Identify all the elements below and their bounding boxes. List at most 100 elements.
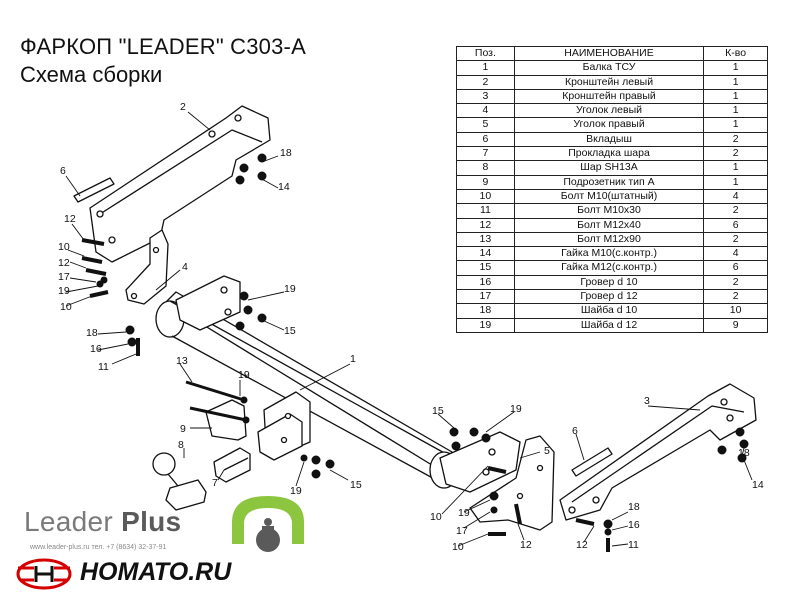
- callout-label: 18: [738, 447, 750, 459]
- callout-label: 18: [86, 327, 98, 339]
- callout-label: 6: [572, 425, 578, 437]
- tow-ball-sphere: [152, 452, 176, 476]
- column-header-position: Поз.: [456, 45, 515, 62]
- callout-label: 12: [64, 213, 76, 225]
- bolt-10-left-lower: [89, 290, 109, 298]
- cell-position: 8: [456, 160, 515, 176]
- watermark-logo-graphic: [232, 496, 304, 552]
- callout-label: 19: [284, 283, 296, 295]
- insert-left-part-6: [73, 177, 115, 203]
- cell-quantity: 10: [703, 303, 768, 319]
- cell-quantity: 1: [703, 160, 768, 176]
- callout-label: 12: [58, 257, 70, 269]
- cell-name: Уголок левый: [513, 103, 705, 119]
- cell-quantity: 1: [703, 103, 768, 119]
- column-header-name: НАИМЕНОВАНИЕ: [513, 45, 705, 62]
- callout-label: 11: [628, 539, 639, 551]
- cell-position: 2: [456, 74, 515, 90]
- cell-quantity: 2: [703, 203, 768, 219]
- callout-label: 14: [278, 181, 290, 193]
- bolt-12-right: [487, 466, 507, 474]
- callout-label: 6: [60, 165, 66, 177]
- cell-name: Уголок правый: [513, 117, 705, 133]
- callout-label: 15: [284, 325, 296, 337]
- callout-label: 9: [180, 423, 186, 435]
- cell-quantity: 2: [703, 289, 768, 305]
- tow-ball-part-8: [165, 479, 207, 511]
- cell-position: 14: [456, 246, 515, 262]
- socket-bracket-part-9: [205, 399, 247, 441]
- cell-name: Болт М12х90: [513, 231, 705, 248]
- bolt-10-left: [81, 256, 103, 264]
- cell-quantity: 1: [703, 117, 768, 133]
- callout-label: 14: [752, 479, 764, 491]
- callout-label: 3: [644, 395, 650, 407]
- callout-label: 19: [510, 403, 522, 415]
- callout-label: 16: [90, 343, 102, 355]
- callout-label: 10: [58, 241, 70, 253]
- cell-quantity: 2: [703, 274, 768, 291]
- callout-label: 16: [628, 519, 640, 531]
- column-header-quantity: К-во: [703, 45, 768, 62]
- callout-label: 11: [98, 361, 109, 373]
- callout-label: 13: [176, 355, 188, 367]
- callout-label: 17: [58, 271, 70, 283]
- bolt-12-right-lower: [514, 503, 522, 525]
- bolt-12-left: [81, 238, 105, 246]
- callout-label: 15: [350, 479, 362, 491]
- bolt-12-left-lower: [85, 268, 107, 276]
- beam-part-1: [165, 291, 453, 471]
- callout-label: 18: [628, 501, 640, 513]
- cell-position: 1: [456, 60, 515, 76]
- cell-quantity: 4: [703, 188, 768, 205]
- cell-quantity: 4: [703, 246, 768, 262]
- angle-right-part-5: [469, 435, 555, 531]
- cell-name: Прокладка шара: [513, 146, 705, 162]
- cell-name: Гайка М10(с.контр.): [513, 246, 705, 262]
- callout-label: 12: [576, 539, 588, 551]
- watermark-logo-word-bold: Plus: [121, 506, 182, 537]
- cell-quantity: 1: [703, 74, 768, 90]
- page-subtitle: Схема сборки: [20, 62, 163, 87]
- callout-label: 1: [350, 353, 356, 365]
- cell-name: Балка ТСУ: [513, 60, 705, 76]
- callout-label: 19: [290, 485, 302, 497]
- cell-name: Болт М12х40: [513, 217, 705, 233]
- cell-quantity: 1: [703, 88, 768, 105]
- cell-quantity: 9: [703, 317, 768, 333]
- callout-label: 10: [452, 541, 464, 553]
- watermark-contact: www.leader-plus.ru тел. +7 (8634) 32-37-…: [30, 544, 167, 551]
- bolt-12-right-bracket: [575, 518, 595, 526]
- parts-table-header: Поз. НАИМЕНОВАНИЕ К-во: [456, 45, 768, 62]
- cell-position: 9: [456, 174, 515, 190]
- bolt-13-upper: [185, 380, 245, 402]
- beam-mount-plate-left: [175, 275, 241, 331]
- callout-label: 8: [178, 439, 184, 451]
- cell-position: 7: [456, 146, 515, 162]
- cell-quantity: 2: [703, 131, 768, 148]
- callout-label: 12: [520, 539, 532, 551]
- brand-emblem: [16, 558, 72, 590]
- callout-label: 5: [544, 445, 550, 457]
- cell-name: Болт М10х30: [513, 203, 705, 219]
- beam-mount-plate-right: [439, 431, 521, 493]
- callout-label: 10: [430, 511, 442, 523]
- callout-label: 7: [212, 477, 218, 489]
- watermark-logo-text: Leader Plus: [24, 506, 181, 538]
- callout-label: 10: [60, 301, 72, 313]
